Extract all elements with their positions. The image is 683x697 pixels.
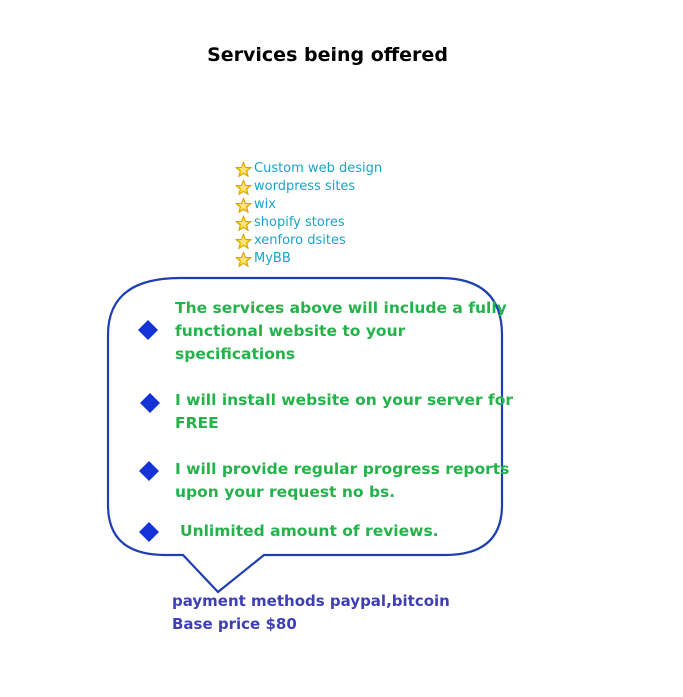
service-label: wordpress sites — [254, 179, 356, 194]
service-label: shopify stores — [254, 215, 345, 230]
payment-methods: payment methods paypal,bitcoin — [172, 592, 450, 610]
bullet-line: specifications — [175, 345, 296, 363]
service-item: shopify stores — [235, 214, 382, 232]
bullet-line: The services above will include a fully — [175, 299, 507, 317]
star-icon — [235, 160, 252, 177]
service-label: xenforo dsites — [254, 233, 346, 248]
bullet-item: I will provide regular progress reports … — [175, 458, 509, 504]
bullet-item: Unlimited amount of reviews. — [180, 520, 439, 543]
service-item: MyBB — [235, 250, 382, 268]
page-title: Services being offered — [207, 44, 448, 66]
star-icon — [235, 196, 252, 213]
service-label: MyBB — [254, 251, 291, 266]
diamond-bullet-icon — [139, 522, 159, 542]
bullet-line: upon your request no bs. — [175, 483, 396, 501]
service-item: xenforo dsites — [235, 232, 382, 250]
star-icon — [235, 178, 252, 195]
service-label: wix — [254, 197, 276, 212]
bullet-line: Unlimited amount of reviews. — [180, 522, 439, 540]
payment-info: payment methods paypal,bitcoin Base pric… — [172, 590, 450, 636]
service-item: Custom web design — [235, 160, 382, 178]
diamond-bullet-icon — [138, 320, 158, 340]
base-price: Base price $80 — [172, 615, 297, 633]
bullet-line: I will install website on your server fo… — [175, 391, 514, 409]
service-item: wordpress sites — [235, 178, 382, 196]
bullet-item: The services above will include a fully … — [175, 297, 507, 366]
star-icon — [235, 232, 252, 249]
service-label: Custom web design — [254, 161, 383, 176]
diamond-bullet-icon — [140, 393, 160, 413]
star-icon — [235, 214, 252, 231]
service-item: wix — [235, 196, 382, 214]
bullet-line: functional website to your — [175, 322, 406, 340]
diamond-bullet-icon — [139, 461, 159, 481]
star-icon — [235, 250, 252, 267]
bullet-line: I will provide regular progress reports — [175, 460, 510, 478]
speech-bubble-outline — [106, 276, 504, 594]
bullet-item: I will install website on your server fo… — [175, 389, 513, 435]
bullet-line: FREE — [175, 414, 219, 432]
services-list: Custom web design wordpress sites wix sh… — [235, 160, 382, 268]
